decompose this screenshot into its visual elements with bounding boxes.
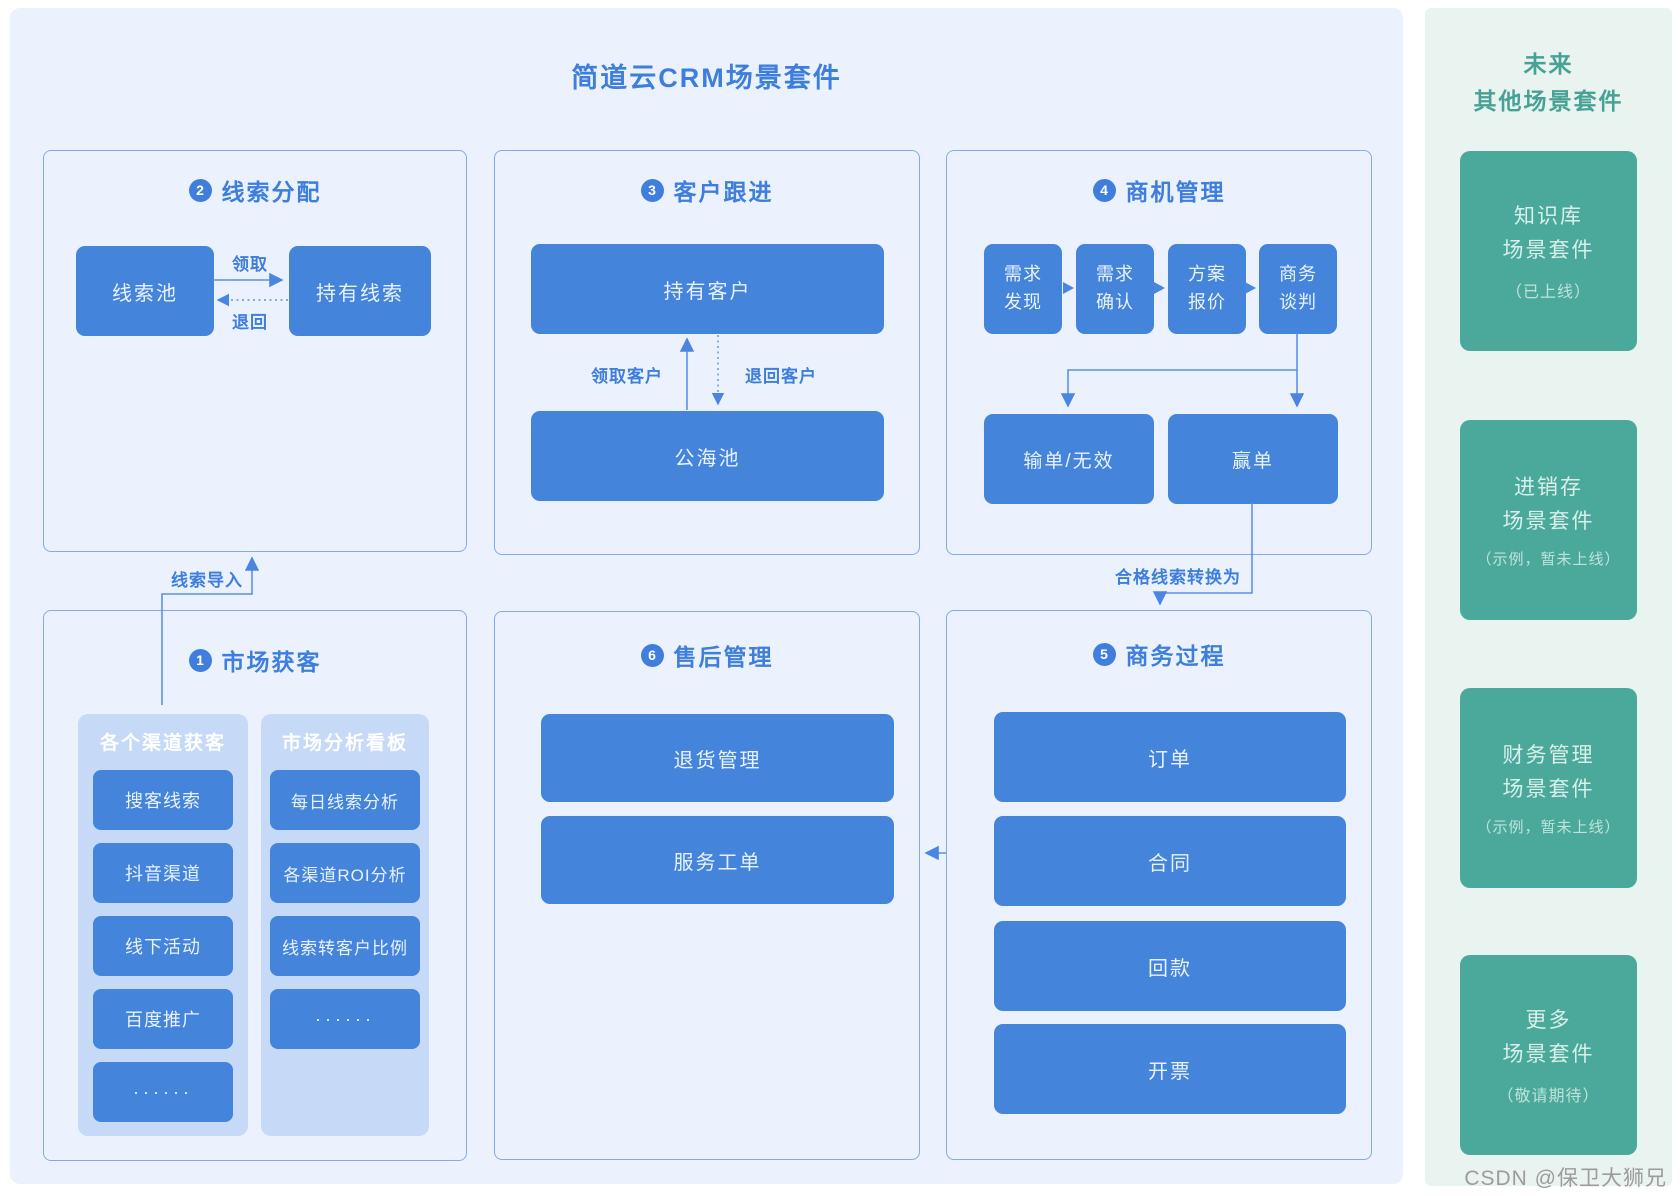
section-lead-assignment-title: 线索分配 [221, 179, 322, 205]
number-3-badge-icon: 3 [640, 178, 664, 202]
section-opportunity-management-title: 商机管理 [1125, 179, 1226, 205]
card-inventory-suite: 进销存 场景套件 （示例，暂未上线） [1460, 420, 1637, 620]
section-lead-assignment-heading: 2 线索分配 [44, 173, 466, 207]
card-knowledge-base-suite: 知识库 场景套件 （已上线） [1460, 151, 1637, 351]
section-customer-followup-heading: 3 客户跟进 [495, 173, 919, 207]
label-qualified-lead-conversion: 合格线索转换为 [1115, 568, 1241, 587]
channel-item-more: ······ [93, 1062, 233, 1122]
dashboard-item-channel-roi: 各渠道ROI分析 [270, 843, 420, 903]
stage-demand-confirmation: 需求确认 [1076, 244, 1154, 334]
label-lead-import: 线索导入 [171, 571, 243, 590]
number-2-badge-icon: 2 [188, 178, 212, 202]
channel-item-douyin: 抖音渠道 [93, 843, 233, 903]
channel-item-search-leads: 搜客线索 [93, 770, 233, 830]
sidebar-title-line1: 未来 [1523, 51, 1574, 77]
dashboard-item-lead-conversion: 线索转客户比例 [270, 916, 420, 976]
csdn-watermark: CSDN @保卫大狮兄 [1464, 1167, 1667, 1190]
number-6-badge-icon: 6 [640, 643, 664, 667]
label-claim-customer: 领取客户 [591, 367, 663, 386]
section-customer-followup-title: 客户跟进 [673, 179, 774, 205]
dashboard-item-daily-lead-analysis: 每日线索分析 [270, 770, 420, 830]
section-opportunity-management: 4 商机管理 需求发现 需求确认 方案报价 商务谈判 输单/无效 赢单 [946, 150, 1372, 555]
section-lead-assignment: 2 线索分配 线索池 持有线索 [43, 150, 467, 552]
node-invoicing: 开票 [994, 1024, 1346, 1114]
section-market-acquisition: 1 市场获客 各个渠道获客 搜客线索 抖音渠道 线下活动 百度推广 ······… [43, 610, 467, 1161]
crm-suite-panel: 简道云CRM场景套件 2 线索分配 线索池 持有线索 3 客户跟进 持有客户 公… [10, 8, 1403, 1184]
subpanel-dashboard: 市场分析看板 每日线索分析 各渠道ROI分析 线索转客户比例 ······ [261, 714, 429, 1136]
label-return-customer: 退回客户 [745, 367, 817, 386]
node-payment-collection: 回款 [994, 921, 1346, 1011]
section-aftersales-title: 售后管理 [673, 644, 774, 670]
stage-solution-quotation: 方案报价 [1168, 244, 1246, 334]
section-business-process-title: 商务过程 [1125, 643, 1226, 669]
channel-item-baidu-promo: 百度推广 [93, 989, 233, 1049]
node-held-customers: 持有客户 [531, 244, 884, 334]
subpanel-channels-title: 各个渠道获客 [99, 733, 226, 754]
section-customer-followup: 3 客户跟进 持有客户 公海池 [494, 150, 920, 555]
stage-demand-discovery: 需求发现 [984, 244, 1062, 334]
node-lead-pool: 线索池 [76, 246, 214, 336]
label-claim-lead: 领取 [232, 255, 268, 274]
page-title: 简道云CRM场景套件 [571, 63, 842, 93]
dashboard-item-more: ······ [270, 989, 420, 1049]
future-suites-sidebar: 未来 其他场景套件 知识库 场景套件 （已上线） 进销存 场景套件 （示例，暂未… [1425, 8, 1672, 1186]
node-public-sea-pool: 公海池 [531, 411, 884, 501]
card-finance-suite: 财务管理 场景套件 （示例，暂未上线） [1460, 688, 1637, 888]
node-return-management: 退货管理 [541, 714, 894, 802]
node-won: 赢单 [1168, 414, 1338, 504]
number-1-badge-icon: 1 [188, 648, 212, 672]
subpanel-dashboard-title: 市场分析看板 [281, 733, 408, 754]
label-return-lead: 退回 [232, 313, 268, 332]
node-held-leads: 持有线索 [289, 246, 431, 336]
sidebar-title: 未来 其他场景套件 [1425, 46, 1672, 120]
section-market-acquisition-title: 市场获客 [221, 649, 322, 675]
section-aftersales-management: 6 售后管理 退货管理 服务工单 [494, 611, 920, 1160]
stage-business-negotiation: 商务谈判 [1259, 244, 1337, 334]
card-more-suites: 更多 场景套件 （敬请期待） [1460, 955, 1637, 1155]
sidebar-title-line2: 其他场景套件 [1473, 87, 1624, 114]
node-contract: 合同 [994, 816, 1346, 906]
section-market-acquisition-heading: 1 市场获客 [44, 643, 466, 677]
number-5-badge-icon: 5 [1092, 642, 1116, 666]
section-aftersales-heading: 6 售后管理 [495, 638, 919, 672]
section-business-process: 5 商务过程 订单 合同 回款 开票 [946, 610, 1372, 1160]
channel-item-offline-events: 线下活动 [93, 916, 233, 976]
section-business-process-heading: 5 商务过程 [947, 637, 1371, 671]
node-lost-invalid: 输单/无效 [984, 414, 1154, 504]
node-order: 订单 [994, 712, 1346, 802]
section-opportunity-management-heading: 4 商机管理 [947, 173, 1371, 207]
subpanel-channels: 各个渠道获客 搜客线索 抖音渠道 线下活动 百度推广 ······ [78, 714, 248, 1136]
node-service-ticket: 服务工单 [541, 816, 894, 904]
number-4-badge-icon: 4 [1092, 178, 1116, 202]
